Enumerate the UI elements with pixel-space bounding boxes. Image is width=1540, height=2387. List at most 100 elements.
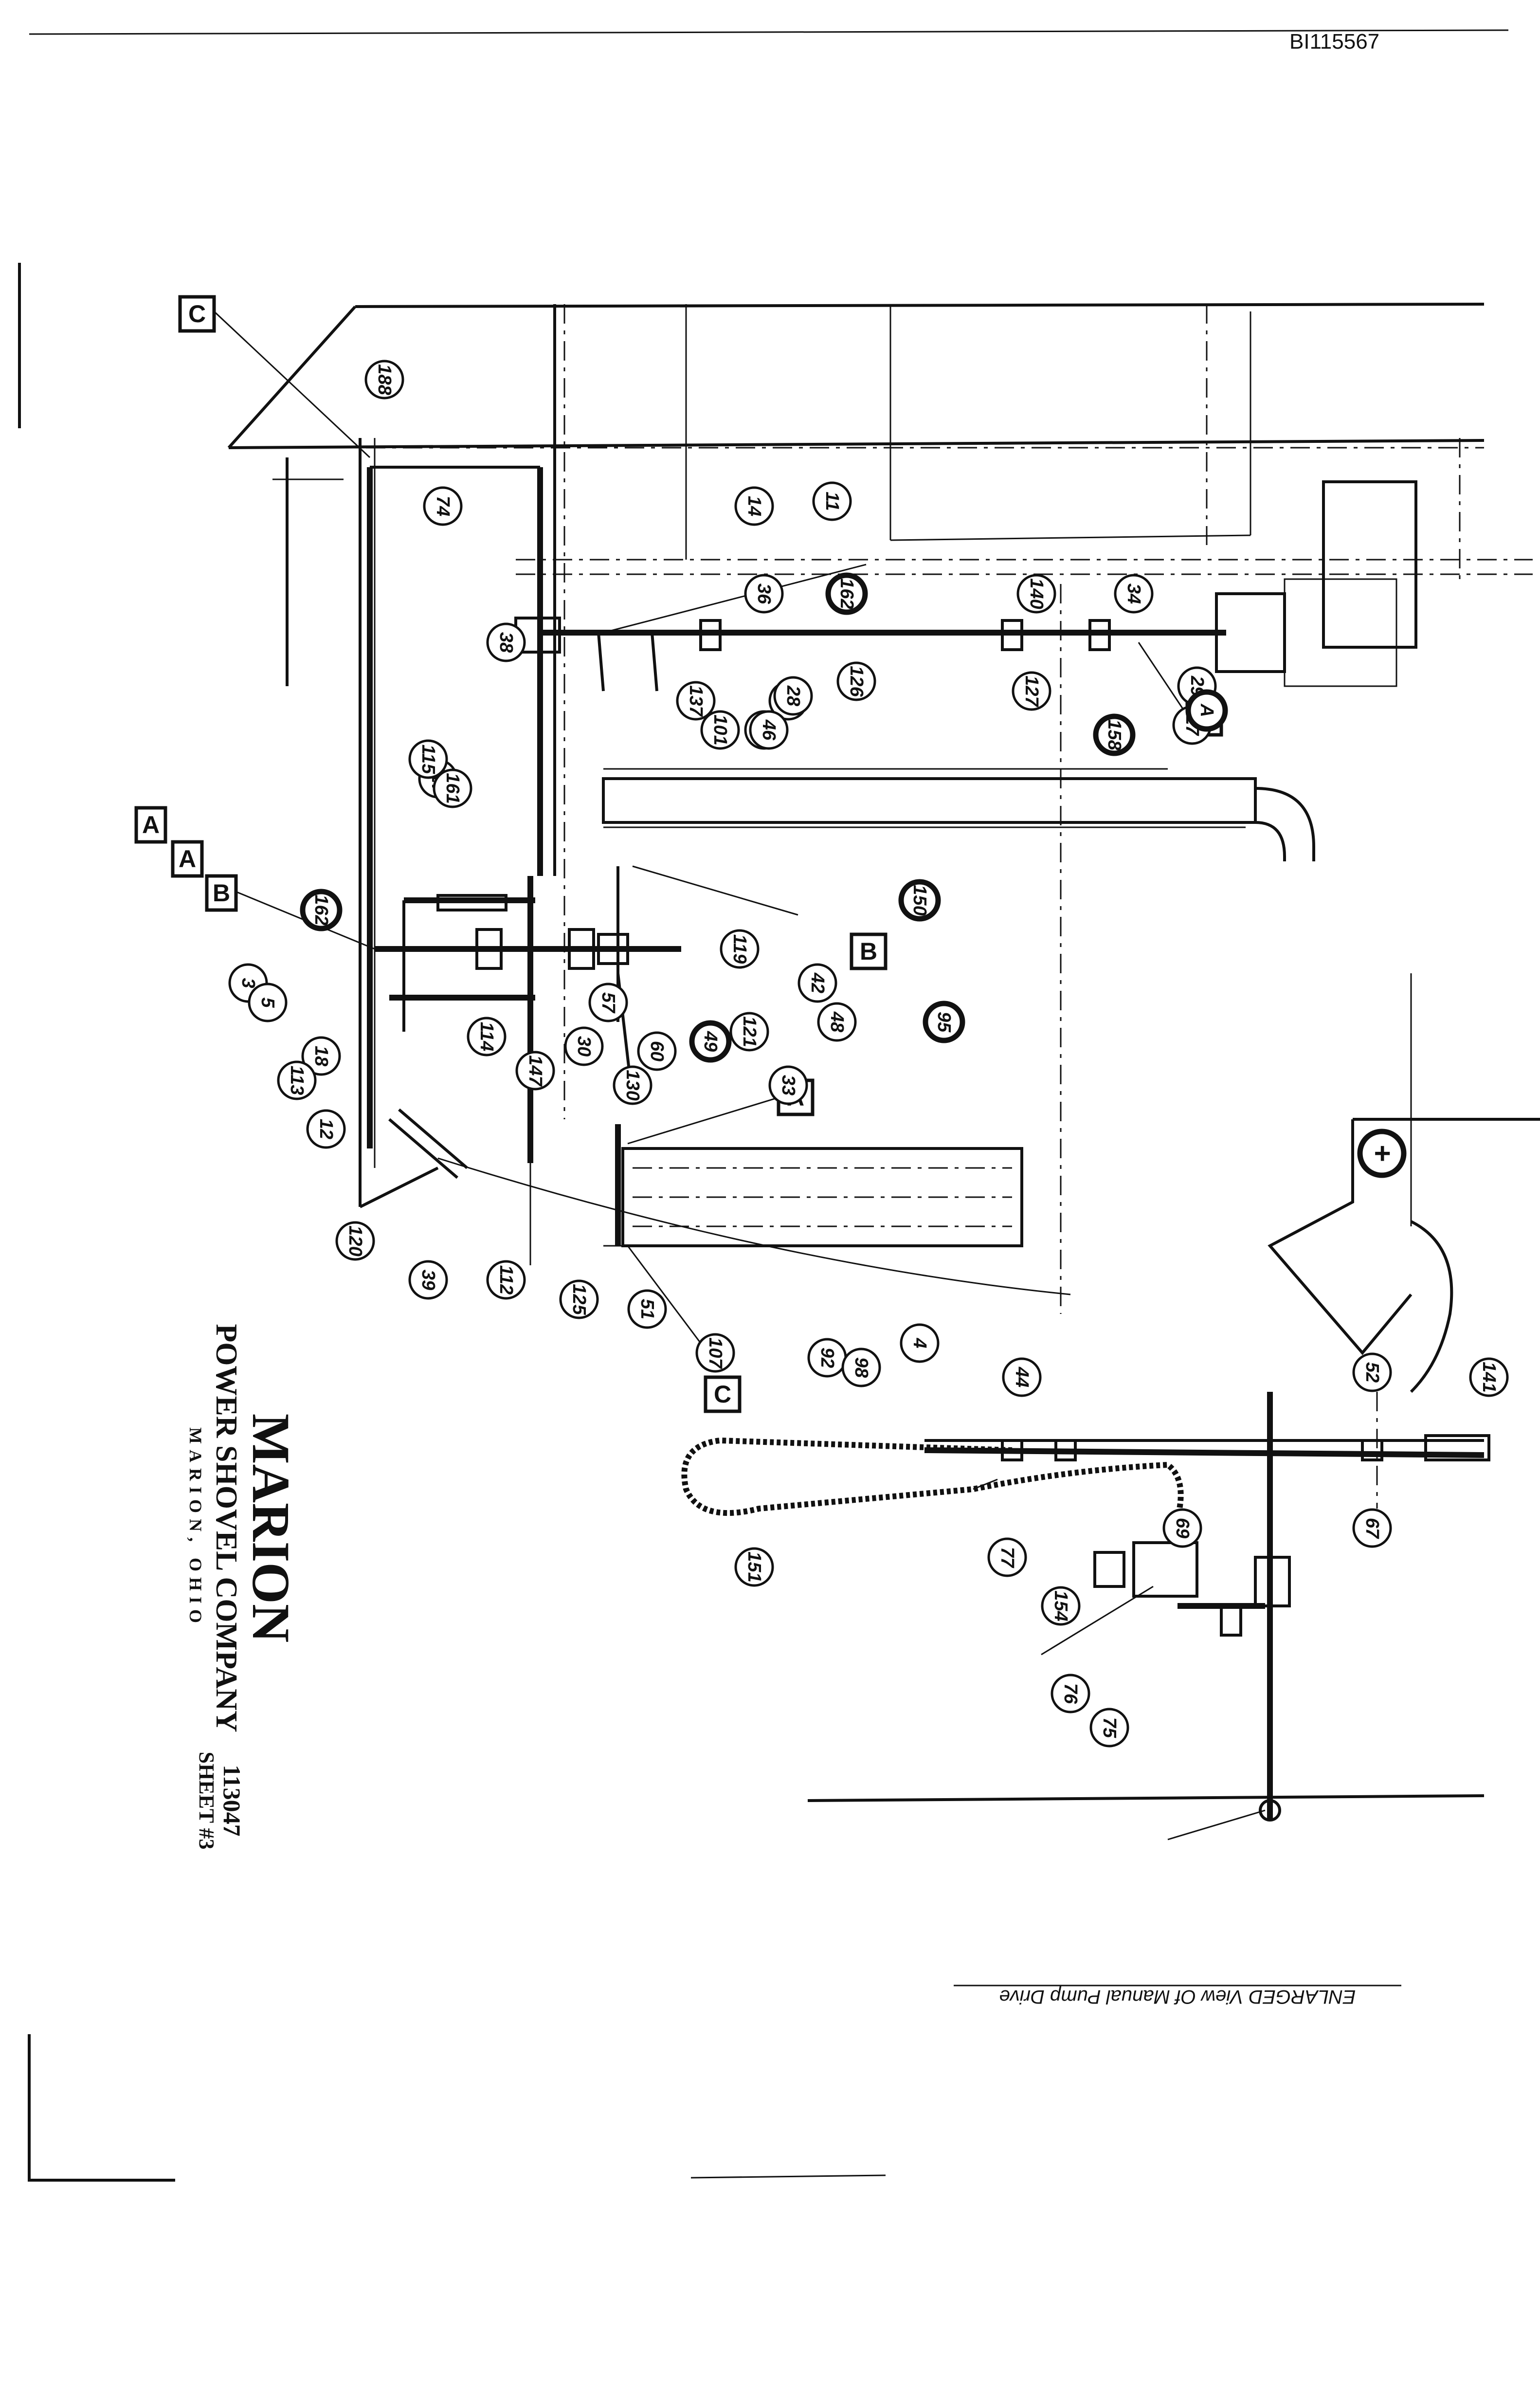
svg-text:92: 92 bbox=[817, 1348, 837, 1368]
callout-52: 52 bbox=[1352, 1352, 1392, 1392]
svg-text:60: 60 bbox=[647, 1041, 667, 1061]
callout-126: 126 bbox=[836, 661, 876, 701]
callout-137: 137 bbox=[676, 681, 716, 721]
svg-text:11: 11 bbox=[822, 492, 842, 510]
svg-text:140: 140 bbox=[1026, 578, 1047, 609]
svg-text:119: 119 bbox=[729, 934, 750, 964]
section-marker-c-top: C bbox=[178, 295, 216, 333]
upper-frame bbox=[227, 303, 1533, 1314]
callout-38: 38 bbox=[486, 622, 526, 662]
callout-34: 34 bbox=[1114, 574, 1154, 614]
enlarged-view-caption-group: ENLARGED View Of Manual Pump Drive bbox=[954, 1985, 1401, 2007]
document-id: BI115567 bbox=[1289, 30, 1379, 54]
svg-text:76: 76 bbox=[1060, 1683, 1081, 1704]
svg-text:3: 3 bbox=[238, 978, 258, 988]
callout-154: 154 bbox=[1041, 1586, 1081, 1626]
svg-text:130: 130 bbox=[622, 1070, 643, 1100]
callout-49: 49 bbox=[689, 1020, 732, 1063]
svg-text:150: 150 bbox=[909, 885, 930, 915]
sheet-number: SHEET #3 bbox=[195, 1752, 218, 1850]
callout-107: 107 bbox=[695, 1333, 735, 1373]
callout-76: 76 bbox=[1051, 1674, 1090, 1713]
svg-text:154: 154 bbox=[1051, 1590, 1071, 1621]
title-block: MARION POWER SHOVEL COMPANY MARION, OHIO bbox=[186, 1324, 301, 1732]
svg-text:162: 162 bbox=[311, 894, 331, 925]
svg-text:39: 39 bbox=[418, 1270, 438, 1290]
callout-114: 114 bbox=[467, 1017, 507, 1057]
section-marker-a-stack-2: A bbox=[171, 840, 204, 878]
svg-text:77: 77 bbox=[997, 1547, 1017, 1568]
callout-127: 127 bbox=[1012, 671, 1051, 711]
callout-119: 119 bbox=[720, 929, 760, 969]
callout-101: 101 bbox=[700, 710, 740, 750]
main-pipe-run bbox=[367, 466, 1397, 1163]
svg-text:151: 151 bbox=[744, 1551, 764, 1582]
callout-57: 57 bbox=[588, 983, 628, 1022]
callout-75: 75 bbox=[1089, 1708, 1129, 1748]
middle-pipes bbox=[375, 866, 681, 1265]
svg-text:125: 125 bbox=[569, 1284, 589, 1315]
svg-text:C: C bbox=[188, 300, 206, 328]
svg-text:49: 49 bbox=[700, 1031, 721, 1052]
svg-text:147: 147 bbox=[525, 1055, 545, 1087]
svg-text:A: A bbox=[179, 845, 196, 873]
svg-text:67: 67 bbox=[1362, 1518, 1382, 1539]
drawing-number-block: 113047 SHEET #3 bbox=[195, 1752, 246, 1850]
callout-28: 28 bbox=[773, 676, 813, 716]
callout-98: 98 bbox=[841, 1348, 881, 1387]
svg-text:188: 188 bbox=[374, 364, 395, 395]
callout-120: 120 bbox=[335, 1221, 375, 1261]
company-name: MARION bbox=[241, 1414, 301, 1643]
callout-161: 161 bbox=[433, 768, 472, 808]
callout-130: 130 bbox=[613, 1065, 652, 1105]
svg-text:158: 158 bbox=[1104, 719, 1124, 750]
svg-text:52: 52 bbox=[1362, 1362, 1382, 1383]
drawing-number: 113047 bbox=[218, 1765, 246, 1836]
callout-95: 95 bbox=[923, 1001, 965, 1043]
callout-115: 115 bbox=[408, 739, 448, 779]
svg-text:12: 12 bbox=[316, 1119, 336, 1139]
callout-151: 151 bbox=[734, 1547, 774, 1587]
section-marker-b-mid: B bbox=[850, 932, 888, 970]
callout-group: 18874111436162126127342927A1581402510028… bbox=[228, 360, 1509, 1748]
callout-140: 140 bbox=[1016, 574, 1056, 614]
callout-77: 77 bbox=[987, 1537, 1027, 1577]
svg-text:4: 4 bbox=[909, 1337, 930, 1348]
crop-mark-bottom-left bbox=[28, 2034, 175, 2182]
callout-67: 67 bbox=[1352, 1508, 1392, 1548]
svg-text:114: 114 bbox=[476, 1022, 497, 1052]
svg-text:B: B bbox=[213, 879, 230, 907]
callout-113: 113 bbox=[277, 1060, 317, 1100]
callout-42: 42 bbox=[797, 963, 837, 1003]
callout-125: 125 bbox=[559, 1279, 599, 1319]
callout-48: 48 bbox=[817, 1002, 857, 1042]
svg-text:42: 42 bbox=[807, 972, 828, 993]
svg-text:69: 69 bbox=[1172, 1518, 1193, 1538]
svg-text:137: 137 bbox=[686, 685, 706, 717]
svg-text:113: 113 bbox=[287, 1066, 307, 1095]
horizontal-cylinder bbox=[602, 768, 1315, 861]
svg-text:101: 101 bbox=[710, 714, 730, 745]
svg-text:30: 30 bbox=[574, 1036, 594, 1057]
callout-33: 33 bbox=[768, 1065, 808, 1105]
svg-text:51: 51 bbox=[637, 1299, 657, 1319]
company-location: MARION, OHIO bbox=[186, 1427, 205, 1629]
svg-text:75: 75 bbox=[1099, 1717, 1120, 1738]
pump-drive-assembly bbox=[681, 1392, 1490, 1822]
section-marker-b-stack: B bbox=[205, 874, 238, 912]
callout-112: 112 bbox=[486, 1260, 526, 1300]
svg-text:74: 74 bbox=[433, 496, 453, 516]
svg-text:A: A bbox=[142, 811, 160, 838]
svg-text:38: 38 bbox=[496, 632, 516, 653]
crop-mark-bottom-mid bbox=[690, 2174, 886, 2179]
plus-marker: + bbox=[1357, 1129, 1407, 1178]
svg-text:33: 33 bbox=[778, 1075, 798, 1095]
callout-150: 150 bbox=[898, 879, 941, 922]
svg-text:120: 120 bbox=[345, 1225, 365, 1256]
callout-60: 60 bbox=[637, 1031, 677, 1071]
vertical-tank bbox=[437, 1147, 1071, 1295]
svg-text:121: 121 bbox=[739, 1016, 760, 1047]
callout-46: 46 bbox=[749, 710, 789, 750]
svg-text:126: 126 bbox=[846, 666, 867, 697]
callout-51: 51 bbox=[627, 1289, 667, 1329]
